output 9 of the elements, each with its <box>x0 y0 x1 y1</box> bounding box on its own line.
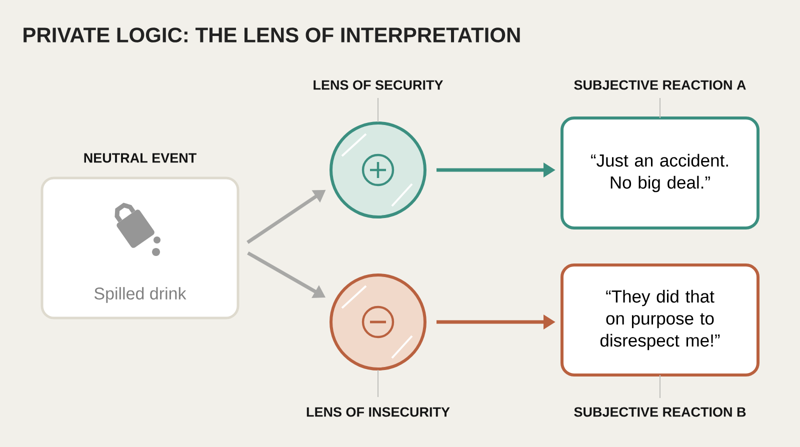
heading: LENS OF SECURITY <box>314 80 444 90</box>
heading: NEUTRAL EVENT <box>84 153 196 163</box>
quote-box: “Just an accident. No big deal.” <box>560 116 760 230</box>
event-box: Spilled drink <box>40 176 240 320</box>
heading: SUBJECTIVE REACTION A <box>574 80 746 90</box>
heading: LENS OF INSECURITY <box>306 407 450 417</box>
heading: SUBJECTIVE REACTION B <box>574 407 746 417</box>
title: PRIVATE LOGIC: THE LENS OF INTERPRETATION <box>24 28 520 42</box>
quote-box: “They did that on purpose to disrespect me!” <box>560 264 760 376</box>
